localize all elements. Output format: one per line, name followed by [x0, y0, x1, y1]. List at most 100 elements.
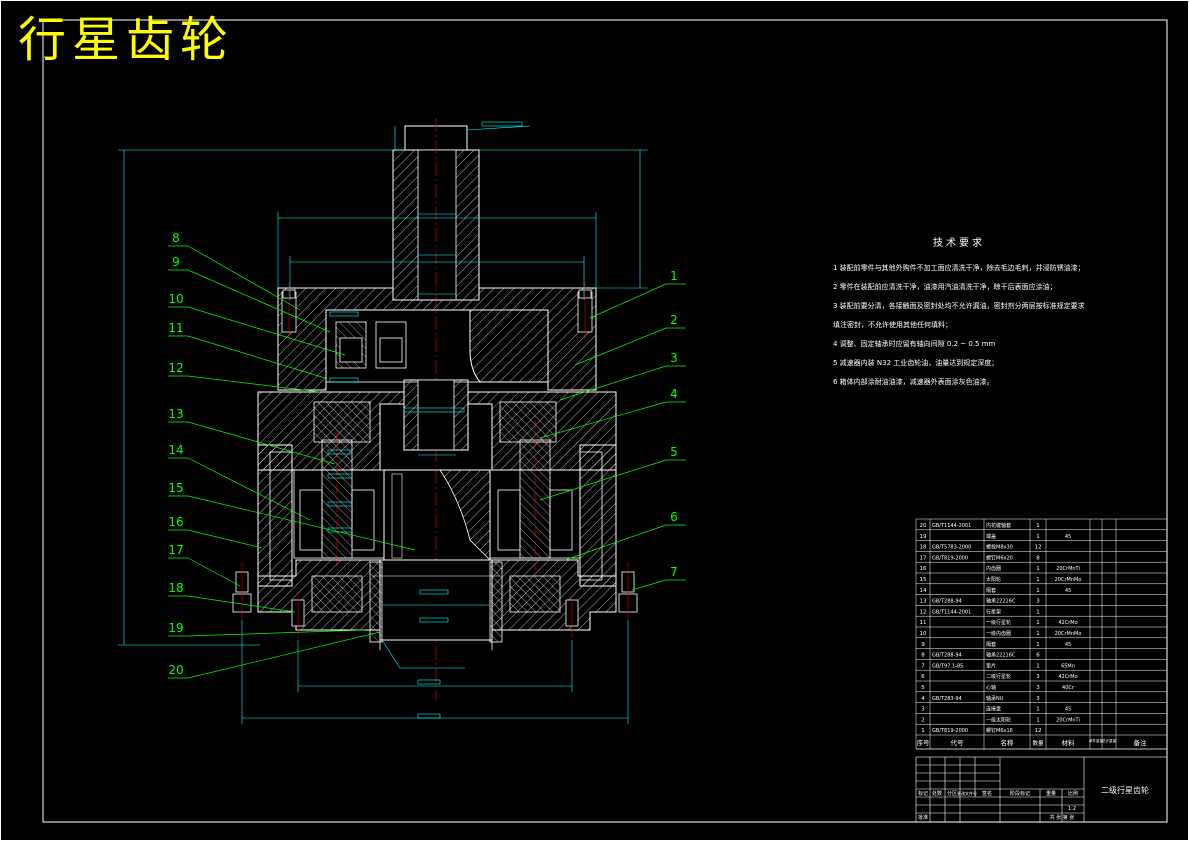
balloon-label-8: 8: [172, 231, 180, 245]
bom-cell-qty: 1: [1036, 707, 1040, 713]
bom-cell-qty: 1: [1036, 663, 1040, 669]
bom-cell-material: 20CrMnTi: [1056, 566, 1080, 572]
bom-cell-code: GB/T288-94: [932, 599, 962, 605]
bom-cell-no: 6: [921, 674, 925, 680]
bom-header-unit-weight: 单件重量: [1089, 738, 1104, 743]
bom-cell-name: 连接盘: [986, 706, 1001, 713]
title-block-mark-label: 标记: [918, 790, 928, 797]
balloon-label-19: 19: [168, 621, 183, 635]
bom-cell-qty: 1: [1036, 717, 1040, 723]
bom-header-qty: 数量: [1032, 739, 1044, 747]
technical-requirement-line: 4 调整、固定轴承时应留有轴向间隙 0.2 ~ 0.5 mm: [833, 340, 996, 348]
title-block-scale: 1:2: [1068, 806, 1076, 812]
bom-cell-code: GB/T1144-2001: [932, 609, 971, 615]
bom-cell-qty: 1: [1036, 642, 1040, 648]
bom-cell-qty: 6: [1036, 653, 1040, 659]
bom-cell-qty: 1: [1036, 523, 1040, 529]
bom-cell-qty: 12: [1035, 545, 1042, 551]
bom-cell-qty: 1: [1036, 609, 1040, 615]
bom-cell-code: GB/T5783-2000: [932, 545, 971, 551]
bom-cell-no: 19: [920, 534, 927, 540]
balloon-label-18: 18: [168, 581, 183, 595]
bom-cell-no: 17: [920, 555, 927, 561]
drawing-frame: [42, 19, 1168, 823]
technical-requirements: 技术要求 1 装配前零件与其他外购件不加工面应清洗干净，除去毛边毛刺，并浸防锈油…: [833, 234, 1085, 392]
title-block-drawing-name: 二级行星齿轮: [1101, 785, 1149, 795]
bom-cell-name: 螺钉M6x20: [986, 554, 1013, 561]
bom-cell-name: 一级行星轮: [986, 619, 1011, 626]
bom-cell-qty: 1: [1036, 534, 1040, 540]
title-block-approve-label: 批准: [918, 814, 928, 821]
technical-requirement-line: 3 装配前要分清，各接触面及密封处均不允许漏油，密封剂分两层按标准规定要求: [833, 302, 1085, 310]
balloon-label-7: 7: [670, 565, 678, 579]
bom-cell-qty: 8: [1036, 555, 1040, 561]
bom-cell-name: 端盖: [986, 533, 996, 540]
technical-requirement-line: 1 装配前零件与其他外购件不加工面应清洗干净，除去毛边毛刺，并浸防锈油漆；: [833, 264, 1085, 272]
bom-cell-name: 螺钉M6x16: [986, 727, 1013, 734]
bom-header-no: 序号: [917, 738, 931, 747]
bom-cell-no: 3: [921, 707, 925, 713]
balloon-leaders: [168, 245, 686, 679]
balloon-label-17: 17: [168, 543, 183, 557]
balloon-label-20: 20: [168, 663, 183, 677]
bom-cell-name: 一级太阳轮: [986, 716, 1011, 723]
bom-cell-no: 7: [921, 663, 925, 669]
bom-cell-qty: 1: [1036, 577, 1040, 583]
bom-cell-code: GB/T819-2000: [932, 728, 968, 734]
bom-cell-no: 9: [921, 642, 925, 648]
balloon-label-9: 9: [172, 255, 180, 269]
bom-cell-name: 二级行星轮: [986, 673, 1011, 680]
balloon-label-13: 13: [168, 407, 183, 421]
bom-cell-no: 2: [921, 717, 925, 723]
balloon-label-11: 11: [168, 321, 183, 335]
bom-header-remark: 备注: [1134, 738, 1148, 747]
bom-cell-qty: 3: [1036, 685, 1040, 691]
bom-cell-no: 5: [921, 685, 925, 691]
bom-header-name: 名称: [1001, 738, 1015, 747]
bom-cell-name: 垫片: [986, 662, 996, 669]
bom-cell-material: 45: [1065, 534, 1071, 540]
bom-cell-name: 轴承NU: [986, 695, 1004, 702]
bom-cell-qty: 1: [1036, 566, 1040, 572]
bom-cell-material: 65Mn: [1061, 663, 1075, 669]
bom-cell-qty: 3: [1036, 674, 1040, 680]
balloon-label-1: 1: [670, 269, 678, 283]
bom-cell-code: GB/T288-94: [932, 653, 962, 659]
title-block-sheet-label: 共 张 第 张: [1050, 814, 1075, 821]
title-block-weight-label: 重量: [1046, 790, 1056, 797]
bom-cell-no: 8: [921, 653, 925, 659]
bom-cell-code: GB/T283-94: [932, 696, 962, 702]
bom-cell-no: 13: [920, 599, 927, 605]
title-block: [915, 756, 1168, 823]
title-block-zone-label: 分区: [947, 790, 957, 797]
bom-cell-no: 11: [920, 620, 927, 626]
bom-cell-material: 45: [1065, 642, 1071, 648]
bom-cell-material: 20CrMnTi: [1056, 717, 1080, 723]
balloon-label-16: 16: [168, 515, 183, 529]
balloon-label-12: 12: [168, 361, 183, 375]
bom-cell-no: 20: [920, 523, 927, 529]
title-block-stage-label: 阶段标记: [1010, 790, 1030, 797]
balloon-label-2: 2: [670, 313, 678, 327]
bom-cell-name: 隔套: [986, 587, 996, 594]
bom-cell-code: GB/T1144-2001: [932, 523, 971, 529]
balloon-label-6: 6: [670, 510, 678, 524]
bom-cell-name: 隔套: [986, 641, 996, 648]
bom-cell-no: 4: [921, 696, 925, 702]
bom-cell-material: 40Cr: [1062, 685, 1075, 691]
bom-cell-no: 15: [920, 577, 927, 583]
bom-cell-code: GB/T819-2000: [932, 555, 968, 561]
bom-cell-no: 16: [920, 566, 927, 572]
bom-header-total-weight: 总计重量: [1102, 738, 1117, 743]
balloon-label-3: 3: [670, 351, 678, 365]
balloon-label-4: 4: [670, 387, 678, 401]
bom-cell-qty: 1: [1036, 620, 1040, 626]
bom-cell-name: 行星架: [986, 608, 1001, 615]
bom-cell-qty: 12: [1035, 728, 1042, 734]
assembly-section-view: [232, 118, 638, 700]
title-block-sign-label: 签名: [982, 790, 992, 797]
title-block-doc-label: 更改文件号: [957, 790, 977, 796]
